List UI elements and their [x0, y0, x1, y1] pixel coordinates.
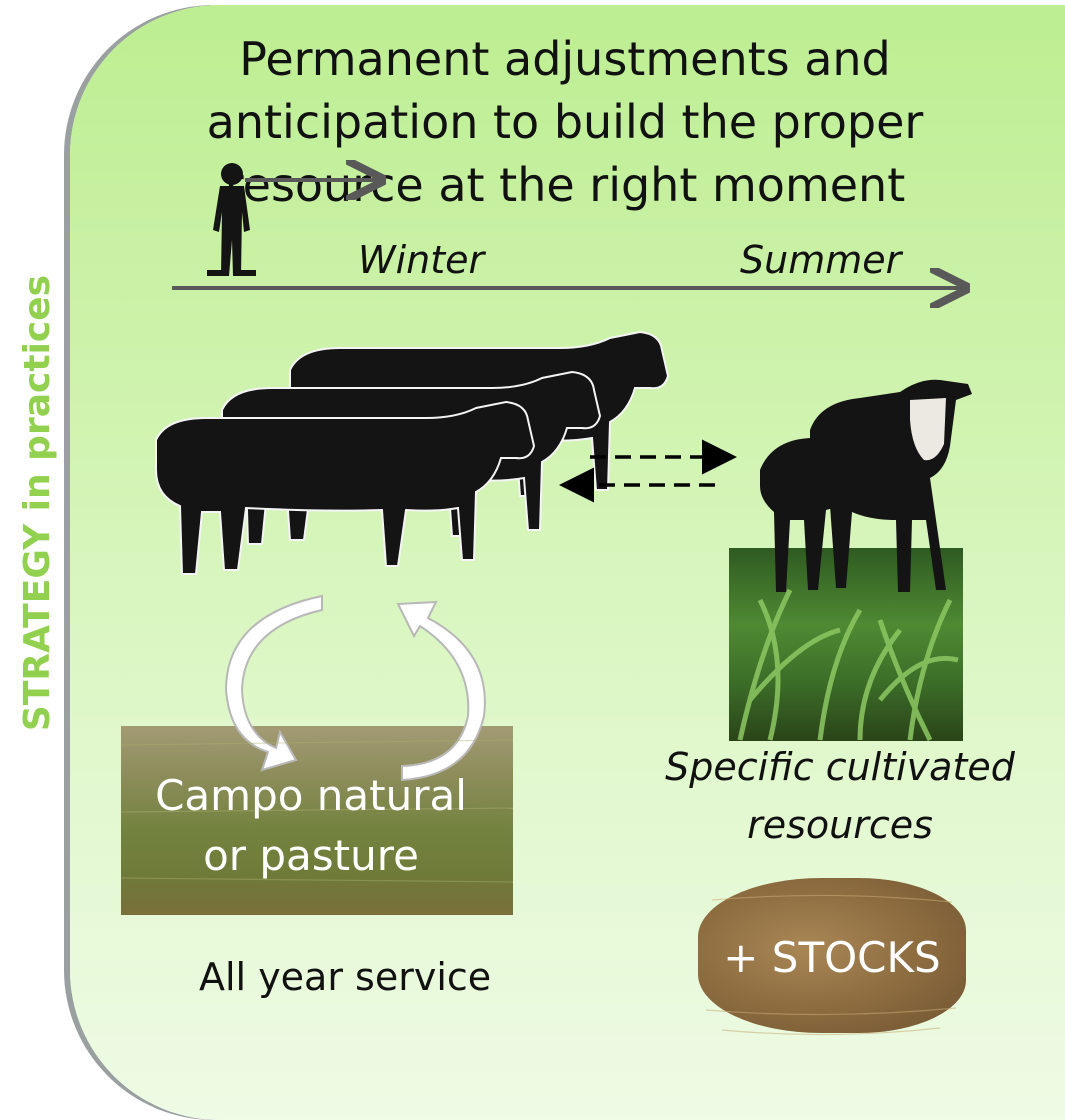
pasture-label-line-2: or pasture [203, 831, 419, 880]
corn-leaves [737, 588, 959, 742]
pasture-texture [120, 739, 514, 883]
title-line-2: anticipation to build the proper [206, 95, 924, 149]
hay-bale-image [698, 878, 966, 1033]
cultivated-label-line-2: resources [747, 803, 933, 847]
pasture-label-line-1: Campo natural [155, 771, 467, 820]
cultivated-label-line-1: Specific cultivated [665, 745, 1015, 789]
diagram-title: Permanent adjustments and anticipation t… [180, 28, 950, 217]
winter-label: Winter [358, 238, 485, 282]
title-line-1: Permanent adjustments and [239, 32, 891, 86]
grazing-cycle-arrows [224, 594, 486, 782]
stocks-label: + STOCKS [723, 933, 941, 982]
summer-label: Summer [740, 238, 902, 282]
cow-and-calf-icon [760, 379, 972, 592]
farmer-person-icon [207, 163, 256, 276]
all-year-service-label: All year service [199, 955, 492, 999]
cultivated-resources-label: Specific cultivated resources [650, 738, 1030, 854]
pasture-label: Campo natural or pasture [121, 766, 501, 886]
title-line-3: resource at the right moment [224, 158, 906, 212]
cow-herd-icon [155, 330, 670, 575]
hay-texture [705, 894, 957, 1036]
